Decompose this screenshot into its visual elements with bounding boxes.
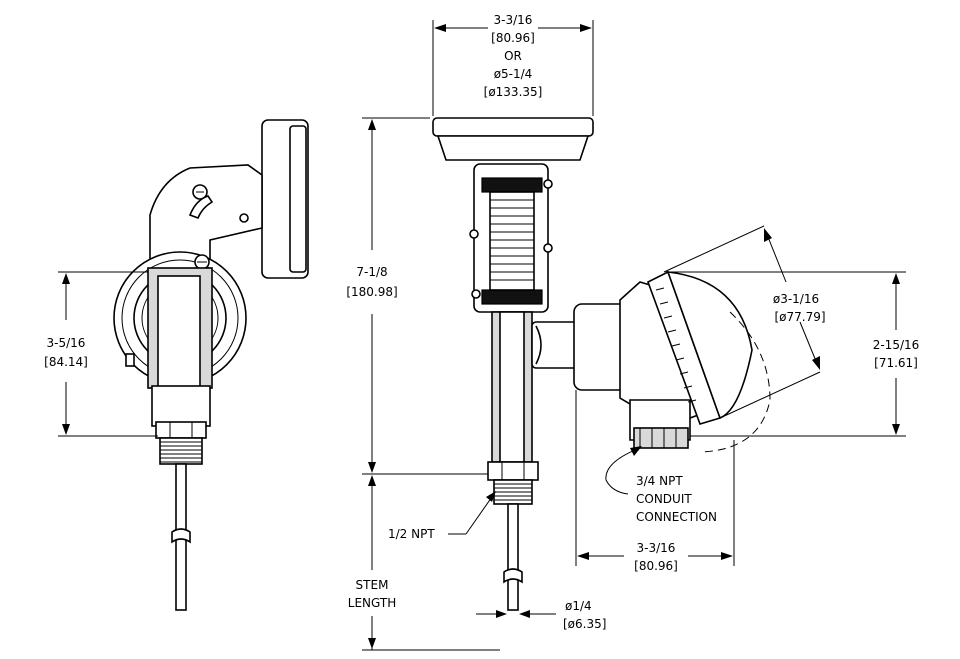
conduit-label: CONDUIT (636, 492, 692, 506)
conduit-npt-label: 3/4 NPT (636, 474, 683, 488)
front-view (432, 117, 594, 611)
overall-height-label: 7-1/8 (356, 265, 387, 279)
bottom-width-dimension: 3-3/16 [80.96] (575, 390, 735, 573)
bottom-width-label: 3-3/16 (637, 541, 676, 555)
head-height-label: 2-15/16 (873, 338, 920, 352)
conduit-callout: 3/4 NPT CONDUIT CONNECTION (605, 446, 717, 524)
top-width-dimension: 3-3/16 [80.96] OR ø5-1/4 [ø133.35] (432, 13, 594, 116)
stem-diameter-dimension: ø1/4 [ø6.35] (476, 599, 606, 631)
overall-height-dimension: 7-1/8 [180.98] (346, 117, 488, 475)
stem-length-dimension: STEM LENGTH (348, 475, 500, 651)
stem-label: STEM (356, 578, 389, 592)
bellows (489, 191, 535, 291)
top-width-or-label: OR (504, 49, 522, 63)
top-width-label: 3-3/16 (494, 13, 533, 27)
conduit-connection-label: CONNECTION (636, 510, 717, 524)
head-diameter-dimension: ø3-1/16 [ø77.79] (663, 225, 826, 419)
connection-head (573, 270, 771, 453)
left-height-label: 3-5/16 (47, 336, 86, 350)
npt-callout: 1/2 NPT (388, 491, 496, 541)
head-diameter-label: ø3-1/16 (773, 292, 819, 306)
npt-label: 1/2 NPT (388, 527, 435, 541)
bottom-width-metric-label: [80.96] (634, 559, 678, 573)
head-height-metric-label: [71.61] (874, 356, 918, 370)
top-width-metric-label: [80.96] (491, 31, 535, 45)
head-height-dimension: 2-15/16 [71.61] (666, 271, 920, 437)
head-diameter-metric-label: [ø77.79] (774, 310, 825, 324)
side-view (113, 119, 309, 611)
stem-diameter-label: ø1/4 (565, 599, 592, 613)
top-diameter-label: ø5-1/4 (494, 67, 533, 81)
stem-diameter-metric-label: [ø6.35] (563, 617, 606, 631)
overall-height-metric-label: [180.98] (346, 285, 397, 299)
left-height-dimension: 3-5/16 [84.14] (44, 271, 158, 437)
top-diameter-metric-label: [ø133.35] (484, 85, 543, 99)
left-height-metric-label: [84.14] (44, 355, 88, 369)
stem-length-label: LENGTH (348, 596, 396, 610)
